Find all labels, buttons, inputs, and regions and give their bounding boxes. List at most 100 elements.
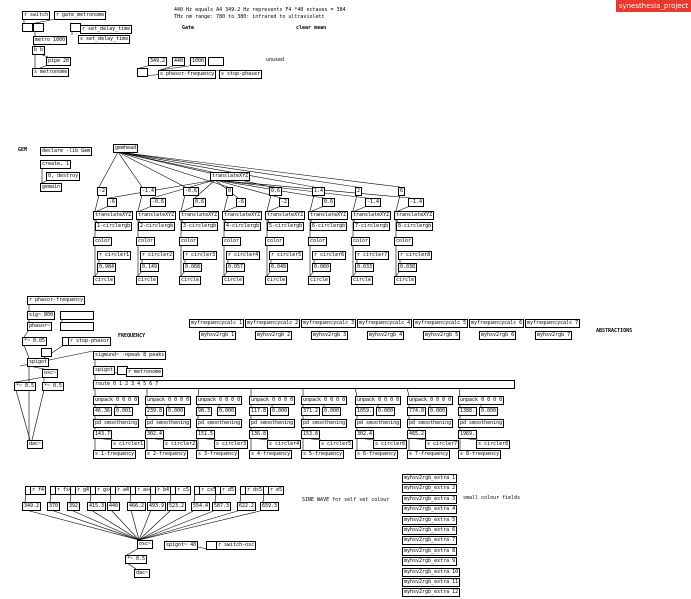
obj-gemhead[interactable]: gemhead xyxy=(113,144,139,153)
obj-smoothening-7[interactable]: pd smoothening xyxy=(407,419,454,428)
msg-t1-3[interactable]: -0.6 xyxy=(183,187,200,196)
obj-circle-8[interactable]: circle xyxy=(394,276,417,285)
obj-osc[interactable]: osc~ xyxy=(42,369,59,378)
obj-r-set-delay-time[interactable]: r set_delay_time xyxy=(80,25,133,34)
obj-translate-4[interactable]: translateXYZ xyxy=(222,211,263,220)
obj-translate-5[interactable]: translateXYZ xyxy=(265,211,306,220)
obj-myhsv2rgb-1[interactable]: myhsv2rgb 1 xyxy=(199,331,237,340)
number-smoothed-8[interactable]: 1969. xyxy=(458,430,478,439)
number-circler-4[interactable]: 0.057 xyxy=(226,263,246,272)
obj-s-phasor-frequency[interactable]: s phasor-frequency xyxy=(158,70,217,79)
msg-t2-2[interactable]: -0.6 xyxy=(150,198,167,207)
obj-circlergb-7[interactable]: 7-circlergb xyxy=(353,222,391,231)
msg-t2-4[interactable]: -6 xyxy=(236,198,247,207)
obj-circlergb-1[interactable]: 1-circlergb xyxy=(95,222,133,231)
msg-t2-6[interactable]: 0.6 xyxy=(322,198,336,207)
msg-note-5[interactable]: 440 xyxy=(107,502,121,511)
number-smoothed-6[interactable]: 302.4 xyxy=(355,430,375,439)
bang-stop[interactable] xyxy=(137,68,148,77)
obj-mul-05-left[interactable]: *~ 0.5 xyxy=(14,382,37,391)
obj-r-gate-metronome[interactable]: r gate_metronome xyxy=(54,11,107,20)
number-circler-7[interactable]: 0.033 xyxy=(355,263,375,272)
msg-note-1[interactable]: 349.2 xyxy=(22,502,42,511)
obj-sine-dac[interactable]: dac~ xyxy=(134,569,151,578)
number-amp-1[interactable]: 0.001 xyxy=(114,407,134,416)
msg-note-2[interactable]: 370 xyxy=(47,502,61,511)
obj-s-circler-8[interactable]: s circler8 xyxy=(476,440,511,449)
msg-t1-8[interactable]: 6 xyxy=(398,187,406,196)
obj-smoothening-5[interactable]: pd smoothening xyxy=(301,419,348,428)
number-phasor-input[interactable] xyxy=(60,322,94,331)
obj-s-metronome[interactable]: s metronome xyxy=(32,68,70,77)
obj-r-circler-5[interactable]: r circler5 xyxy=(269,251,304,260)
obj-myhsv2rgb-extra-2[interactable]: myhsv2rgb_extra 2 xyxy=(402,484,458,494)
obj-s-frequency-4[interactable]: s 4-frequency xyxy=(249,450,293,459)
msg-note-10[interactable]: 587.3 xyxy=(212,502,232,511)
obj-circle-6[interactable]: circle xyxy=(308,276,331,285)
obj-r-circler-8[interactable]: r circler8 xyxy=(398,251,433,260)
obj-myhsv2rgb-extra-7[interactable]: myhsv2rgb_extra 7 xyxy=(402,536,458,546)
obj-myhsv2rgb-6[interactable]: myhsv2rgb 6 xyxy=(479,331,517,340)
obj-translate-3[interactable]: translateXYZ xyxy=(179,211,220,220)
obj-r-circler-2[interactable]: r circler2 xyxy=(140,251,175,260)
obj-r-circler-3[interactable]: r circler3 xyxy=(183,251,218,260)
number-freq-8[interactable]: 1388. xyxy=(458,407,478,416)
msg-t2-8[interactable]: -1.4 xyxy=(408,198,425,207)
obj-r-note-5[interactable]: r a4 xyxy=(115,486,132,495)
obj-circlergb-6[interactable]: 6-circlergb xyxy=(310,222,348,231)
number-circler-6[interactable]: 0.060 xyxy=(312,263,332,272)
obj-s-frequency-3[interactable]: s 3-frequency xyxy=(196,450,240,459)
obj-myhsv2rgb-extra-9[interactable]: myhsv2rgb_extra 9 xyxy=(402,557,458,567)
number-amp-2[interactable]: 0.000 xyxy=(166,407,186,416)
number-smoothed-5[interactable]: 153.8 xyxy=(301,430,321,439)
obj-myhsv2rgb-extra-11[interactable]: myhsv2rgb_extra 11 xyxy=(402,578,461,587)
msg-1000[interactable]: 1000 xyxy=(190,57,207,66)
obj-r-note-10[interactable]: r d5 xyxy=(220,486,237,495)
obj-s-frequency-5[interactable]: s 5-frequency xyxy=(301,450,345,459)
obj-r-phasor-frequency[interactable]: r phasor-frequency xyxy=(27,296,86,305)
obj-myfrequencycalc-5[interactable]: myfrequencycalc 5 xyxy=(413,319,469,328)
obj-r-circler-1[interactable]: r circler1 xyxy=(97,251,132,260)
number-amp-6[interactable]: 0.000 xyxy=(376,407,396,416)
obj-smoothening-3[interactable]: pd smoothening xyxy=(196,419,243,428)
obj-sine-mul[interactable]: *~ 0.5 xyxy=(125,555,148,564)
msg-t1-7[interactable]: 2 xyxy=(355,187,363,196)
obj-spigot-metronome[interactable]: spigot xyxy=(93,366,116,375)
obj-r-circler-4[interactable]: r circler4 xyxy=(226,251,261,260)
obj-sigmund[interactable]: sigmund~ -npeak 8 peaks xyxy=(93,351,167,360)
obj-color-4[interactable]: color xyxy=(222,237,242,246)
obj-myhsv2rgb-extra-12[interactable]: myhsv2rgb_extra 12 xyxy=(402,588,461,598)
msg-t1-2[interactable]: -1.4 xyxy=(140,187,157,196)
obj-myhsv2rgb-extra-10[interactable]: myhsv2rgb_extra 10 xyxy=(402,567,461,577)
msg-note-3[interactable]: 392 xyxy=(67,502,81,511)
obj-sig[interactable]: sig~ 800 xyxy=(27,311,56,320)
obj-s-frequency-2[interactable]: s 2-frequency xyxy=(145,450,189,459)
number-circler-3[interactable]: 0.068 xyxy=(183,263,203,272)
obj-r-stop-phasor[interactable]: r stop-phasor xyxy=(68,337,112,346)
number-smoothed-1[interactable]: 143.7 xyxy=(93,430,113,439)
obj-myfrequencycalc-1[interactable]: myfrequencycalc 1 xyxy=(189,319,245,328)
obj-smoothening-2[interactable]: pd smoothening xyxy=(145,419,192,428)
msg-t1-4[interactable]: 0 xyxy=(226,187,234,196)
obj-pipe[interactable]: pipe 20 xyxy=(46,57,72,66)
number-amp-7[interactable]: 0.000 xyxy=(428,407,448,416)
obj-unpack-6[interactable]: unpack 0 0 0 0 xyxy=(355,396,402,405)
obj-r-note-8[interactable]: r c5 xyxy=(175,486,192,495)
obj-translate-2[interactable]: translateXYZ xyxy=(136,211,177,220)
number-smoothed-2[interactable]: 302.4 xyxy=(145,430,165,439)
obj-b-b[interactable]: b b xyxy=(32,46,46,55)
obj-s-set-delay-time[interactable]: s set_delay_time xyxy=(78,35,131,44)
obj-gemwin[interactable]: gemwin xyxy=(40,183,63,192)
obj-route[interactable]: route 0 1 2 3 4 5 6 7 xyxy=(93,380,515,389)
number-amp-3[interactable]: 0.000 xyxy=(217,407,237,416)
obj-unpack-5[interactable]: unpack 0 0 0 0 xyxy=(301,396,348,405)
obj-circlergb-8[interactable]: 8-circlergb xyxy=(396,222,434,231)
obj-myhsv2rgb-extra-6[interactable]: myhsv2rgb_extra 6 xyxy=(402,526,458,535)
msg-note-8[interactable]: 523.2 xyxy=(167,502,187,511)
obj-s-stop-phaser[interactable]: s stop-phaser xyxy=(219,70,263,79)
obj-s-frequency-7[interactable]: s 7-frequency xyxy=(407,450,451,459)
obj-unpack-1[interactable]: unpack 0 0 0 0 xyxy=(93,396,140,405)
obj-smoothening-4[interactable]: pd smoothening xyxy=(249,419,296,428)
obj-s-circler-1[interactable]: s circler1 xyxy=(111,440,146,449)
